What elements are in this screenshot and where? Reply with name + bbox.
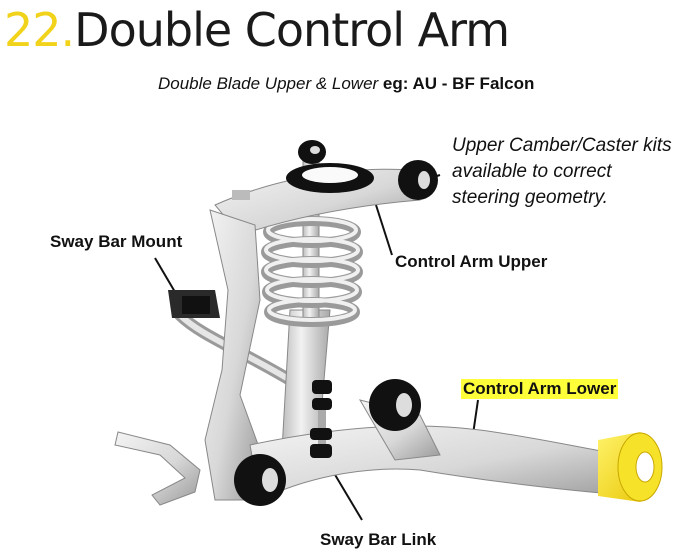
subtitle-description: Double Blade Upper & Lower — [158, 74, 379, 93]
yellow-bush-icon — [598, 432, 663, 502]
subtitle-example: eg: AU - BF Falcon — [382, 74, 535, 93]
label-sway-bar-mount: Sway Bar Mount — [50, 232, 183, 251]
page-title: 22.Double Control Arm — [4, 2, 510, 58]
subtitle: Double Blade Upper & Lower eg: AU - BF F… — [158, 74, 534, 94]
label-sway-bar-link: Sway Bar Link — [320, 530, 437, 549]
steering-knuckle — [114, 209, 261, 506]
upper-control-arm — [214, 163, 421, 236]
sway-bar-link — [310, 380, 332, 458]
black-bushes — [234, 140, 438, 506]
camber-caster-note: Upper Camber/Caster kits available to co… — [452, 135, 672, 208]
label-control-arm-upper: Control Arm Upper — [395, 252, 548, 271]
sway-bar-mount — [168, 290, 220, 318]
title-number: 22. — [4, 3, 75, 57]
label-control-arm-lower: Control Arm Lower — [461, 379, 619, 399]
title-text: Double Control Arm — [74, 3, 510, 57]
